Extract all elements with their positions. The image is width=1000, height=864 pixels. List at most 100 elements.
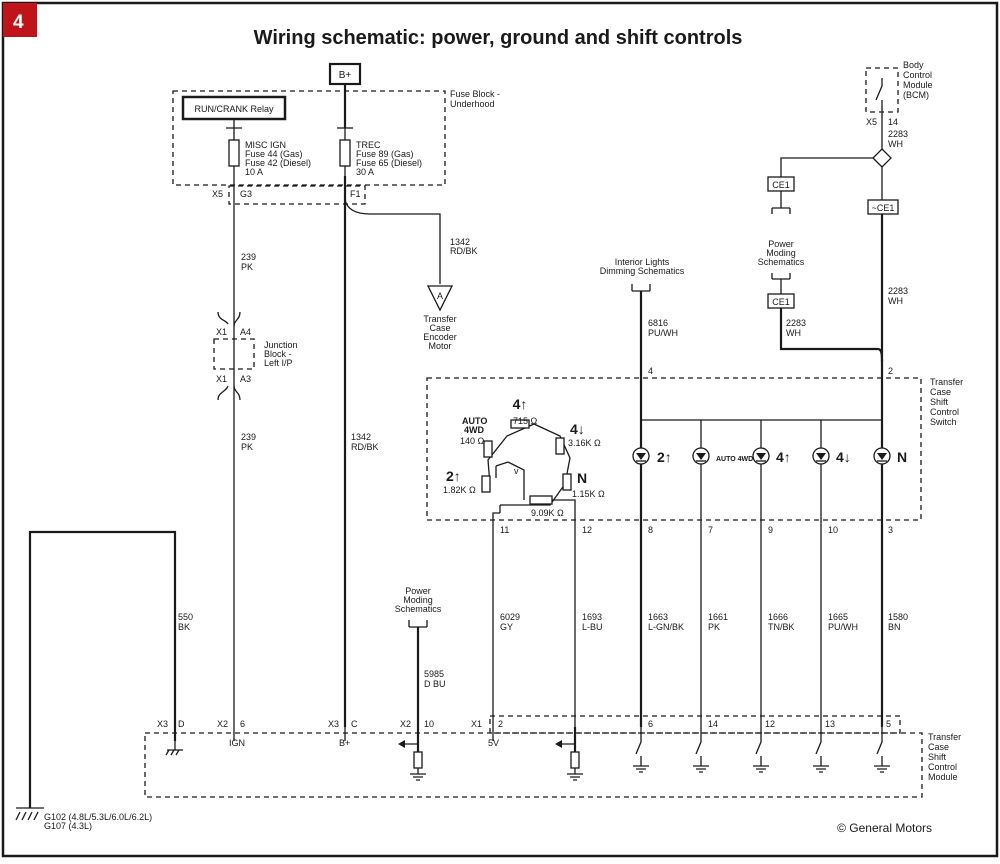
trec-fuse-label-4: 30 A — [356, 167, 374, 177]
encoder-label-4: Motor — [428, 341, 451, 351]
pm-bottom-label-1: Power — [405, 586, 431, 596]
pos-4hi-label: 4↑ — [513, 396, 528, 412]
ground-icon-10 — [410, 768, 426, 781]
switch-label-3: Shift — [930, 397, 949, 407]
encoder-connector-letter: A — [437, 291, 443, 301]
bplus-label: B+ — [339, 70, 352, 81]
led-label-2hi: 2↑ — [657, 449, 672, 465]
res-140-label: 140 Ω — [460, 436, 485, 446]
bcm-label-1: Body — [903, 60, 924, 70]
pm-bottom-label-3: Schematics — [395, 604, 442, 614]
wire-1693-num: 1693 — [582, 612, 602, 622]
interior-label-2: Dimming Schematics — [600, 266, 685, 276]
led-n-icon — [873, 447, 891, 465]
power-moding-label-3: Schematics — [758, 257, 805, 267]
switch-pin-3: 3 — [888, 525, 893, 535]
g3-label: G3 — [240, 189, 252, 199]
res-115-label: 1.15K Ω — [572, 489, 605, 499]
pin-14: 14 — [708, 719, 718, 729]
switch-pin-4: 4 — [648, 366, 653, 376]
wire-5985-color: D BU — [424, 679, 446, 689]
ground-switch-6 — [633, 727, 649, 773]
switch-pin-2: 2 — [888, 366, 893, 376]
pin-13: 13 — [825, 719, 835, 729]
fuse-block-underhood — [172, 90, 446, 186]
figure-badge — [3, 3, 37, 37]
led-label-4hi: 4↑ — [776, 449, 791, 465]
switch-pin-10: 10 — [828, 525, 838, 535]
pin-label-5v: 5V — [488, 738, 499, 748]
wire-550-num: 550 — [178, 612, 193, 622]
trec-fuse-icon — [339, 139, 351, 167]
x5-connector — [228, 185, 366, 205]
pin-6-ign: 6 — [240, 719, 245, 729]
figure-title: Wiring schematic: power, ground and shif… — [254, 27, 743, 49]
bcm-label-4: (BCM) — [903, 90, 929, 100]
led-4lo-icon — [812, 447, 830, 465]
wire-1342-a-color: RD/BK — [450, 246, 478, 256]
switch-pin-11: 11 — [500, 525, 509, 535]
module-label-1: Transfer — [928, 732, 961, 742]
wire-2283-a-num: 2283 — [888, 129, 908, 139]
conn-x3-b: X3 — [328, 719, 339, 729]
switch-pin-9: 9 — [768, 525, 773, 535]
junction-label-1: Junction — [264, 340, 298, 350]
x5-label: X5 — [212, 189, 223, 199]
conn-x2-a: X2 — [217, 719, 228, 729]
led-label-4lo: 4↓ — [836, 449, 851, 465]
misc-fuse-label-2: Fuse 44 (Gas) — [245, 149, 303, 159]
res-182-label: 1.82K Ω — [443, 485, 476, 495]
wire-1661-num: 1661 — [708, 612, 728, 622]
ground-icon-12 — [567, 768, 583, 781]
wire-550-ground — [28, 530, 177, 808]
wire-1663-color: L-GN/BK — [648, 622, 684, 632]
wire-6816-color: PU/WH — [648, 328, 678, 338]
copyright: © General Motors — [837, 821, 932, 835]
f1-label: F1 — [350, 189, 361, 199]
module-label-2: Case — [928, 742, 949, 752]
bcm-label-2: Control — [903, 70, 932, 80]
pos-4lo-label: 4↓ — [570, 421, 585, 437]
wire-1666-color: TN/BK — [768, 622, 795, 632]
resistor-715 — [510, 419, 530, 429]
misc-fuse-label-1: MISC IGN — [245, 140, 286, 150]
misc-fuse-label-4: 10 A — [245, 167, 263, 177]
junction-a3: A3 — [240, 374, 251, 384]
switch-pin-7: 7 — [708, 525, 713, 535]
misc-fuse-label-3: Fuse 42 (Diesel) — [245, 158, 311, 168]
wire-1580-color: BN — [888, 622, 901, 632]
resistor-909k — [529, 495, 553, 505]
pin-10: 10 — [424, 719, 434, 729]
wire-239-a-color: PK — [241, 262, 253, 272]
ce1-mid-label: CE1 — [772, 297, 790, 307]
wire-2283-a-color: WH — [888, 139, 903, 149]
led-2hi-icon — [632, 447, 650, 465]
ce1-right-label: ~CE1 — [872, 203, 895, 213]
conn-x1: X1 — [471, 719, 482, 729]
shift-control-switch — [426, 377, 922, 521]
junction-label-3: Left I/P — [264, 358, 293, 368]
module-label-3: Shift — [928, 752, 947, 762]
pin-6: 6 — [648, 719, 653, 729]
pin-c: C — [351, 719, 358, 729]
switch-label-4: Control — [930, 407, 959, 417]
switch-label-5: Switch — [930, 417, 957, 427]
auto4wd-bottom: 4WD — [464, 425, 485, 435]
resistor-182k — [481, 475, 491, 493]
junction-block — [213, 338, 255, 370]
led-4hi-icon — [752, 447, 770, 465]
junction-x1a: X1 — [216, 327, 227, 337]
pin-12: 12 — [765, 719, 775, 729]
led-label-n: N — [897, 449, 907, 465]
wire-239-b-num: 239 — [241, 432, 256, 442]
fuse-block-label-2: Underhood — [450, 99, 495, 109]
pm-bottom-label-2: Moding — [403, 595, 433, 605]
ground-switch-14 — [693, 727, 709, 773]
encoder-label-1: Transfer — [423, 314, 456, 324]
bcm-x5: X5 — [866, 117, 877, 127]
resistor-316k — [555, 437, 565, 455]
res-316-label: 3.16K Ω — [568, 438, 601, 448]
wire-6029-color: GY — [500, 622, 513, 632]
pin-label-bplus: B+ — [339, 738, 350, 748]
res-715-label: 715 Ω — [513, 416, 538, 426]
